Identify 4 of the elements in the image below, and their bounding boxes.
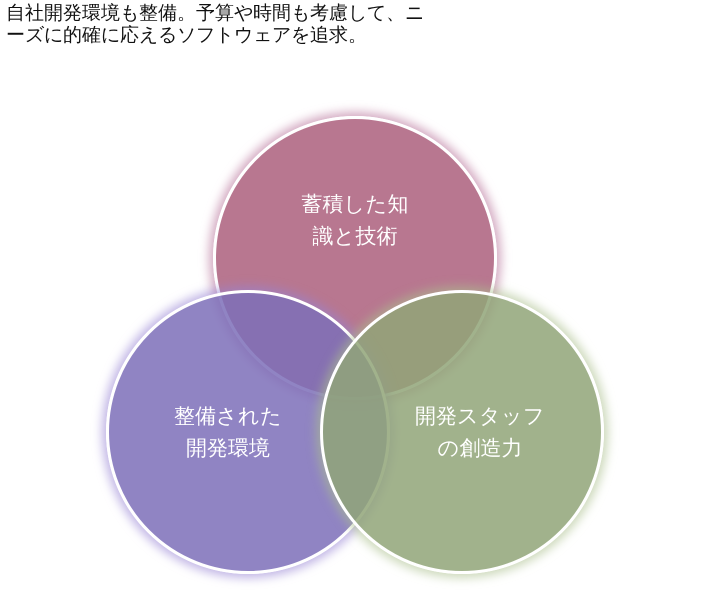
circle-label: 整備された開発環境 xyxy=(173,403,283,462)
heading-text: 自社開発環境も整備。予算や時間も考慮して、ニーズに的確に応えるソフトウェアを追求。 xyxy=(6,2,425,46)
circle-label: 開発スタッフの創造力 xyxy=(415,403,545,462)
circle-label: 蓄積した知識と技術 xyxy=(300,191,410,250)
